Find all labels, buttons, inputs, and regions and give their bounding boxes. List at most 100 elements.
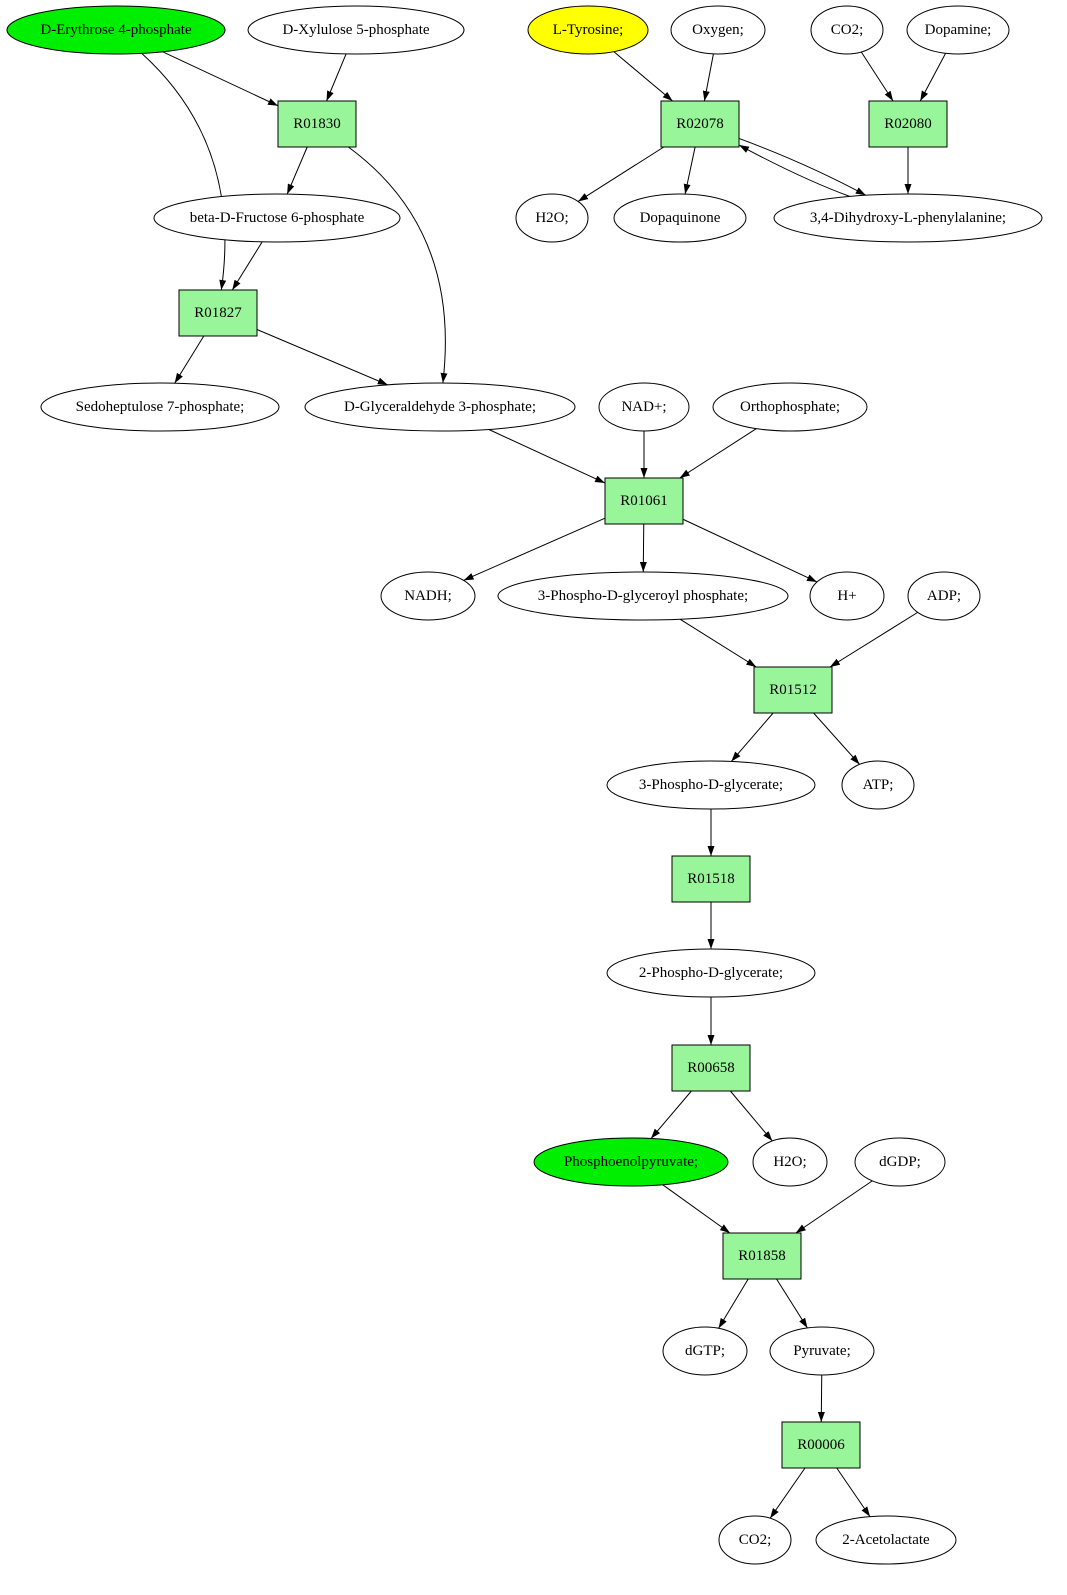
- compound-co2_bottom[interactable]: CO2;: [718, 1515, 792, 1565]
- compound-hplus[interactable]: H+: [809, 571, 885, 621]
- reaction-R02078-box: [660, 100, 740, 148]
- compound-pg2[interactable]: 2-Phospho-D-glycerate;: [606, 948, 816, 998]
- compound-dgdp-shape: [854, 1137, 946, 1187]
- compound-bpg[interactable]: 3-Phospho-D-glyceroyl phosphate;: [497, 571, 789, 621]
- reaction-R01827-label: R01827: [194, 305, 242, 321]
- edge-erythrose4p-to-R01830: [162, 51, 279, 107]
- compound-dgtp-label: dGTP;: [685, 1343, 725, 1359]
- compound-gap-shape: [304, 382, 576, 432]
- compound-pg3[interactable]: 3-Phospho-D-glycerate;: [606, 760, 816, 810]
- compound-h2o_mid-label: H2O;: [773, 1154, 806, 1170]
- edge-R02078-to-h2o_top: [577, 146, 665, 202]
- compound-pep[interactable]: Phosphoenolpyruvate;: [533, 1137, 729, 1187]
- compound-hplus-label: H+: [837, 588, 856, 604]
- compound-sedoheptulose7p[interactable]: Sedoheptulose 7-phosphate;: [40, 382, 280, 432]
- reaction-R00006-label: R00006: [797, 1437, 845, 1453]
- compound-dgdp[interactable]: dGDP;: [854, 1137, 946, 1187]
- compound-fructose6p[interactable]: beta-D-Fructose 6-phosphate: [153, 193, 401, 243]
- edge-xylulose5p-to-R01830: [326, 53, 347, 102]
- edge-R01512-to-pg3: [730, 712, 774, 762]
- compound-xylulose5p[interactable]: D-Xylulose 5-phosphate: [247, 5, 465, 55]
- compound-orthophosphate[interactable]: Orthophosphate;: [712, 382, 868, 432]
- edge-pyruvate-to-R00006: [817, 1374, 825, 1423]
- reaction-R02080[interactable]: R02080: [868, 100, 948, 148]
- compound-sedoheptulose7p-shape: [40, 382, 280, 432]
- edge-R01830-to-fructose6p: [286, 146, 308, 195]
- compound-dopa[interactable]: 3,4-Dihydroxy-L-phenylalanine;: [773, 193, 1043, 243]
- reaction-R01061-box: [604, 477, 684, 525]
- compound-acetolactate[interactable]: 2-Acetolactate: [815, 1515, 957, 1565]
- compound-co2_top[interactable]: CO2;: [810, 5, 884, 55]
- compound-nad[interactable]: NAD+;: [598, 382, 690, 432]
- compound-dgdp-label: dGDP;: [879, 1154, 921, 1170]
- edge-bpg-to-R01512: [679, 618, 757, 668]
- reaction-R00658[interactable]: R00658: [671, 1044, 751, 1092]
- compound-nad-label: NAD+;: [621, 399, 666, 415]
- compound-dgtp[interactable]: dGTP;: [662, 1326, 748, 1376]
- compound-tyrosine-label: L-Tyrosine;: [553, 22, 624, 38]
- compound-nadh-label: NADH;: [404, 588, 452, 604]
- reaction-R01512-label: R01512: [769, 682, 817, 698]
- edge-R01061-to-nadh: [463, 517, 606, 581]
- reaction-R01830-label: R01830: [293, 116, 341, 132]
- compound-co2_top-shape: [810, 5, 884, 55]
- compound-gap[interactable]: D-Glyceraldehyde 3-phosphate;: [304, 382, 576, 432]
- compound-nadh-shape: [380, 571, 476, 621]
- compound-dgtp-shape: [662, 1326, 748, 1376]
- nodes-layer: D-Erythrose 4-phosphate D-Xylulose 5-phos…: [6, 5, 1043, 1565]
- reaction-R01858-label: R01858: [738, 1248, 786, 1264]
- edge-co2_top-to-R02080: [860, 51, 894, 102]
- compound-pyruvate-label: Pyruvate;: [793, 1343, 851, 1359]
- compound-nad-shape: [598, 382, 690, 432]
- compound-erythrose4p[interactable]: D-Erythrose 4-phosphate: [6, 5, 226, 55]
- compound-h2o_mid[interactable]: H2O;: [752, 1137, 828, 1187]
- compound-nadh[interactable]: NADH;: [380, 571, 476, 621]
- edge-erythrose4p-to-R01827: [141, 52, 227, 291]
- reaction-R02078[interactable]: R02078: [660, 100, 740, 148]
- compound-tyrosine[interactable]: L-Tyrosine;: [527, 5, 649, 55]
- compound-xylulose5p-label: D-Xylulose 5-phosphate: [282, 22, 429, 38]
- compound-dopaquinone-shape: [613, 193, 747, 243]
- compound-acetolactate-shape: [815, 1515, 957, 1565]
- compound-sedoheptulose7p-label: Sedoheptulose 7-phosphate;: [76, 399, 245, 415]
- compound-fructose6p-label: beta-D-Fructose 6-phosphate: [190, 210, 365, 226]
- compound-h2o_top[interactable]: H2O;: [515, 193, 589, 243]
- reaction-R01830[interactable]: R01830: [277, 100, 357, 148]
- compound-dopaquinone[interactable]: Dopaquinone: [613, 193, 747, 243]
- reaction-R00006[interactable]: R00006: [781, 1421, 861, 1469]
- reaction-R01827[interactable]: R01827: [178, 289, 258, 337]
- compound-co2_bottom-shape: [718, 1515, 792, 1565]
- reaction-R01512[interactable]: R01512: [753, 666, 833, 714]
- compound-erythrose4p-label: D-Erythrose 4-phosphate: [40, 22, 192, 38]
- compound-h2o_top-shape: [515, 193, 589, 243]
- edge-oxygen-to-R02078: [702, 53, 714, 102]
- compound-pg2-shape: [606, 948, 816, 998]
- compound-orthophosphate-label: Orthophosphate;: [740, 399, 840, 415]
- compound-adp-shape: [907, 571, 981, 621]
- edge-fructose6p-to-R01827: [231, 241, 263, 291]
- compound-pg2-label: 2-Phospho-D-glycerate;: [639, 965, 783, 981]
- edge-R00658-to-pep: [650, 1090, 692, 1139]
- compound-dopamine[interactable]: Dopamine;: [906, 5, 1010, 55]
- edge-R01858-to-dgtp: [718, 1278, 749, 1329]
- edge-adp-to-R01512: [829, 611, 918, 668]
- compound-pyruvate[interactable]: Pyruvate;: [769, 1326, 875, 1376]
- compound-xylulose5p-shape: [247, 5, 465, 55]
- compound-adp[interactable]: ADP;: [907, 571, 981, 621]
- reaction-R01061[interactable]: R01061: [604, 477, 684, 525]
- compound-orthophosphate-shape: [712, 382, 868, 432]
- edge-R02078-to-dopaquinone: [683, 146, 696, 195]
- edge-orthophosphate-to-R01061: [679, 428, 757, 479]
- compound-bpg-shape: [497, 571, 789, 621]
- compound-atp[interactable]: ATP;: [841, 760, 915, 810]
- reaction-R01858[interactable]: R01858: [722, 1232, 802, 1280]
- reaction-R01518[interactable]: R01518: [671, 855, 751, 903]
- compound-pep-label: Phosphoenolpyruvate;: [564, 1154, 698, 1170]
- edge-R01061-to-bpg: [639, 523, 647, 573]
- compound-h2o_mid-shape: [752, 1137, 828, 1187]
- reaction-R01061-label: R01061: [620, 493, 668, 509]
- edges-layer: [141, 51, 947, 1519]
- compound-oxygen[interactable]: Oxygen;: [670, 5, 766, 55]
- compound-h2o_top-label: H2O;: [535, 210, 568, 226]
